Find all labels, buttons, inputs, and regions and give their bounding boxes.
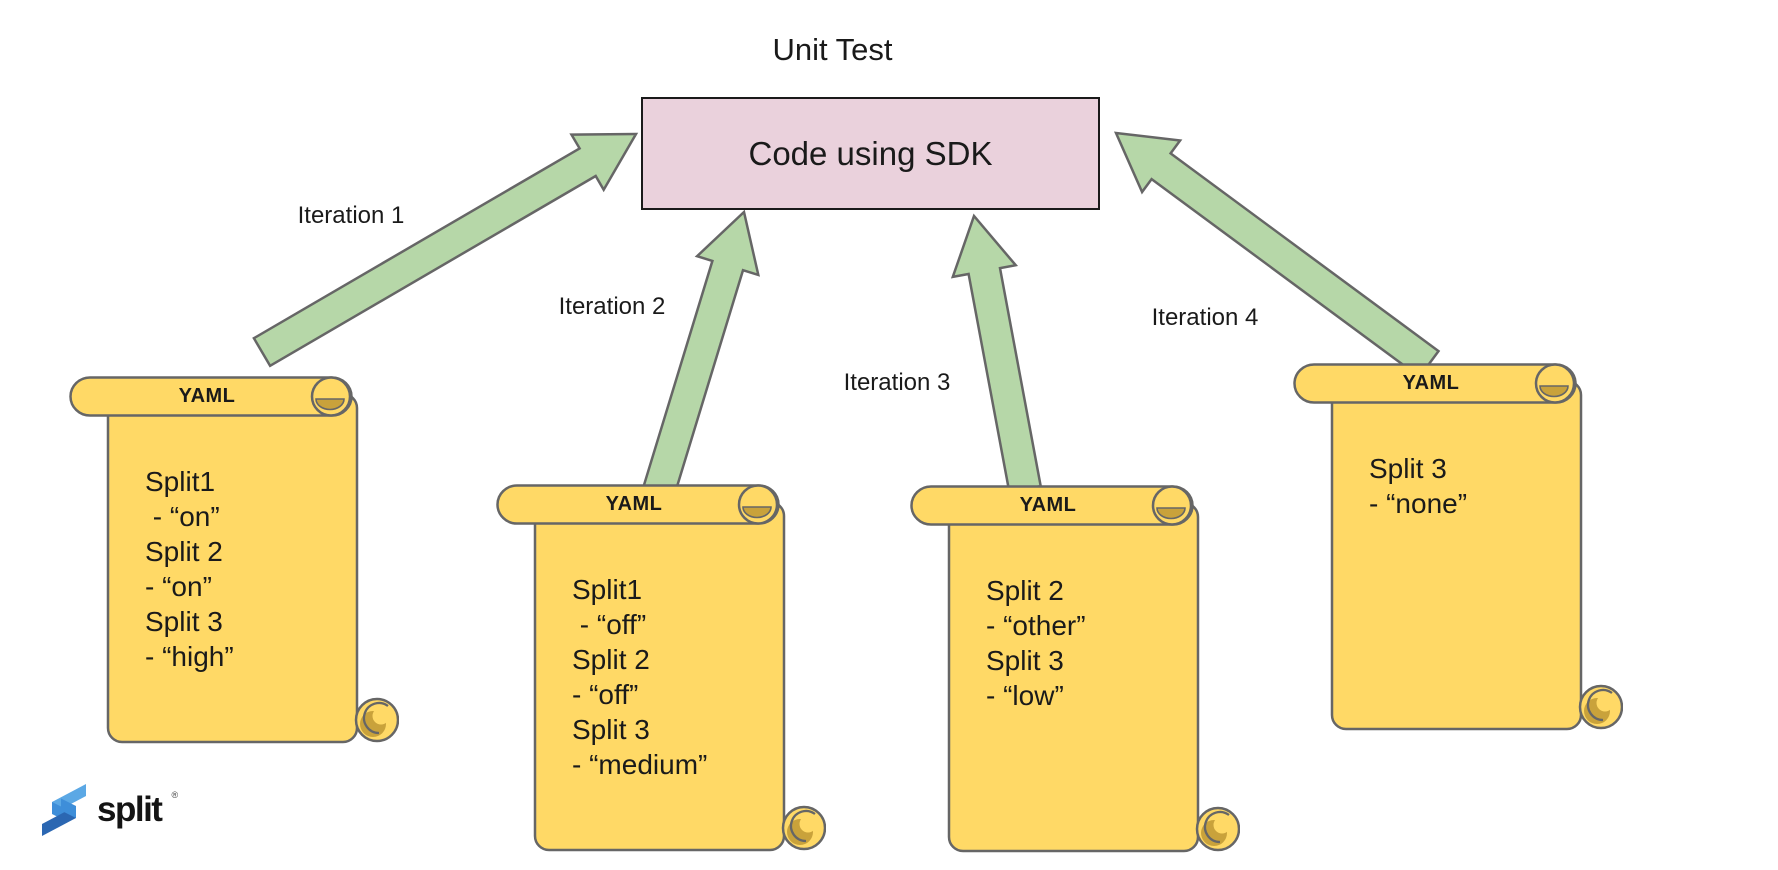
yaml-scroll-1: YAML Split1 - “on” Split 2 - “on” Split 3 - … (69, 376, 399, 746)
split-wordmark: split (97, 790, 163, 829)
scroll-line: - “medium” (572, 749, 708, 780)
code-using-sdk-box: Code using SDK (641, 97, 1100, 210)
scroll-line: Split 2 (572, 644, 650, 675)
scroll-line: - “off” (572, 679, 639, 710)
yaml-header-label: YAML (178, 384, 236, 407)
scroll-shape (496, 484, 826, 852)
yaml-scroll-3: YAML Split 2 - “other” Split 3 - “low” (910, 485, 1240, 855)
scroll-shape (910, 485, 1240, 853)
yaml-scroll-2: YAML Split1 - “off” Split 2 - “off” Split 3… (496, 484, 826, 854)
yaml-header-label: YAML (1402, 371, 1460, 394)
scroll-content: Split1 - “off” Split 2 - “off” Split 3 - “me… (572, 572, 802, 782)
yaml-header-label: YAML (605, 492, 663, 515)
iteration-label-2: Iteration 2 (558, 293, 666, 320)
scroll-line: - “on” (145, 571, 212, 602)
arrow-iteration-4 (1113, 131, 1441, 379)
scroll-line: - “low” (986, 680, 1064, 711)
scroll-line: Split 3 (572, 714, 650, 745)
scroll-line: Split 2 (145, 536, 223, 567)
scroll-content: Split1 - “on” Split 2 - “on” Split 3 - “high… (145, 464, 375, 674)
scroll-content: Split 3 - “none” (1369, 451, 1599, 521)
split-logo-icon (42, 784, 86, 836)
scroll-line: Split1 (145, 466, 216, 497)
yaml-scroll-4: YAML Split 3 - “none” (1293, 363, 1623, 733)
scroll-line: - “high” (145, 641, 234, 672)
scroll-line: - “none” (1369, 488, 1468, 519)
scroll-shape (1293, 363, 1623, 731)
scroll-shape (69, 376, 399, 744)
split-logo: split ® (40, 782, 179, 838)
scroll-line: - “on” (145, 501, 220, 532)
yaml-header-label: YAML (1019, 493, 1077, 516)
diagram-title: Unit Test (772, 32, 893, 67)
scroll-content: Split 2 - “other” Split 3 - “low” (986, 573, 1216, 713)
iteration-label-1: Iteration 1 (297, 202, 405, 229)
scroll-line: Split1 (572, 574, 643, 605)
registered-trademark-symbol: ® (171, 790, 179, 800)
arrow-iteration-2 (641, 209, 760, 501)
scroll-line: - “other” (986, 610, 1086, 641)
scroll-line: - “off” (572, 609, 647, 640)
scroll-line: Split 3 (145, 606, 223, 637)
arrow-iteration-3 (950, 213, 1043, 494)
iteration-label-3: Iteration 3 (843, 369, 951, 396)
sdk-box-label: Code using SDK (748, 134, 993, 172)
scroll-line: Split 2 (986, 575, 1064, 606)
iteration-label-4: Iteration 4 (1151, 304, 1259, 331)
scroll-line: Split 3 (1369, 453, 1447, 484)
scroll-line: Split 3 (986, 645, 1064, 676)
arrow-iteration-1 (252, 132, 639, 368)
